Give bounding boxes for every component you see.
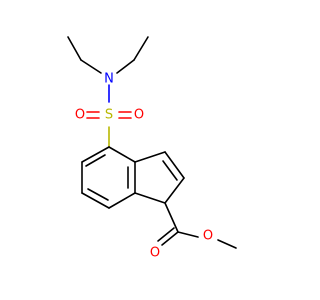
- bond-ring-c6-c7: [81, 192, 110, 209]
- atom-sulfonyl-oxygen-right: O: [134, 108, 144, 123]
- atom-ester-oxygen: O: [203, 229, 213, 244]
- bond-ethyl-left-n-ch2: [80, 59, 102, 74]
- bond-c1-c7a: [134, 192, 166, 204]
- bond-ester-o-methyl: [217, 239, 237, 249]
- bond-c3-c2: [164, 151, 185, 179]
- bond-ring-c4-c5: [81, 146, 110, 163]
- atom-carbonyl-oxygen: O: [150, 246, 160, 261]
- molecule-structure: N S O O O O: [67, 36, 237, 261]
- bond-ethyl-right-n-ch2: [116, 59, 135, 74]
- bond-c2-c1: [164, 177, 185, 204]
- bond-carbonyl-c-o-b: [157, 227, 175, 242]
- bond-c3a-c3: [134, 151, 166, 163]
- bond-ring-c6-c7-inner: [87, 188, 109, 201]
- bond-ethyl-right-ch2-ch3: [133, 36, 149, 61]
- bond-ring-c4-c5-inner: [85, 154, 106, 167]
- atom-nitrogen: N: [104, 72, 114, 87]
- structure-canvas: N S O O O O: [67, 36, 237, 261]
- bond-ring-c3a-c4: [108, 146, 136, 163]
- bond-ring-c7-c7a: [108, 192, 136, 209]
- atom-sulfur: S: [105, 108, 113, 123]
- atom-sulfonyl-oxygen-left: O: [75, 108, 85, 123]
- bond-ethyl-left-ch2-ch3: [67, 36, 82, 61]
- bond-c1-carbonyl-c: [164, 202, 179, 233]
- bond-carbonyl-c-ester-o: [177, 231, 199, 238]
- bond-carbonyl-c-o-a: [161, 231, 179, 246]
- bond-c3-c2-inner: [162, 160, 178, 181]
